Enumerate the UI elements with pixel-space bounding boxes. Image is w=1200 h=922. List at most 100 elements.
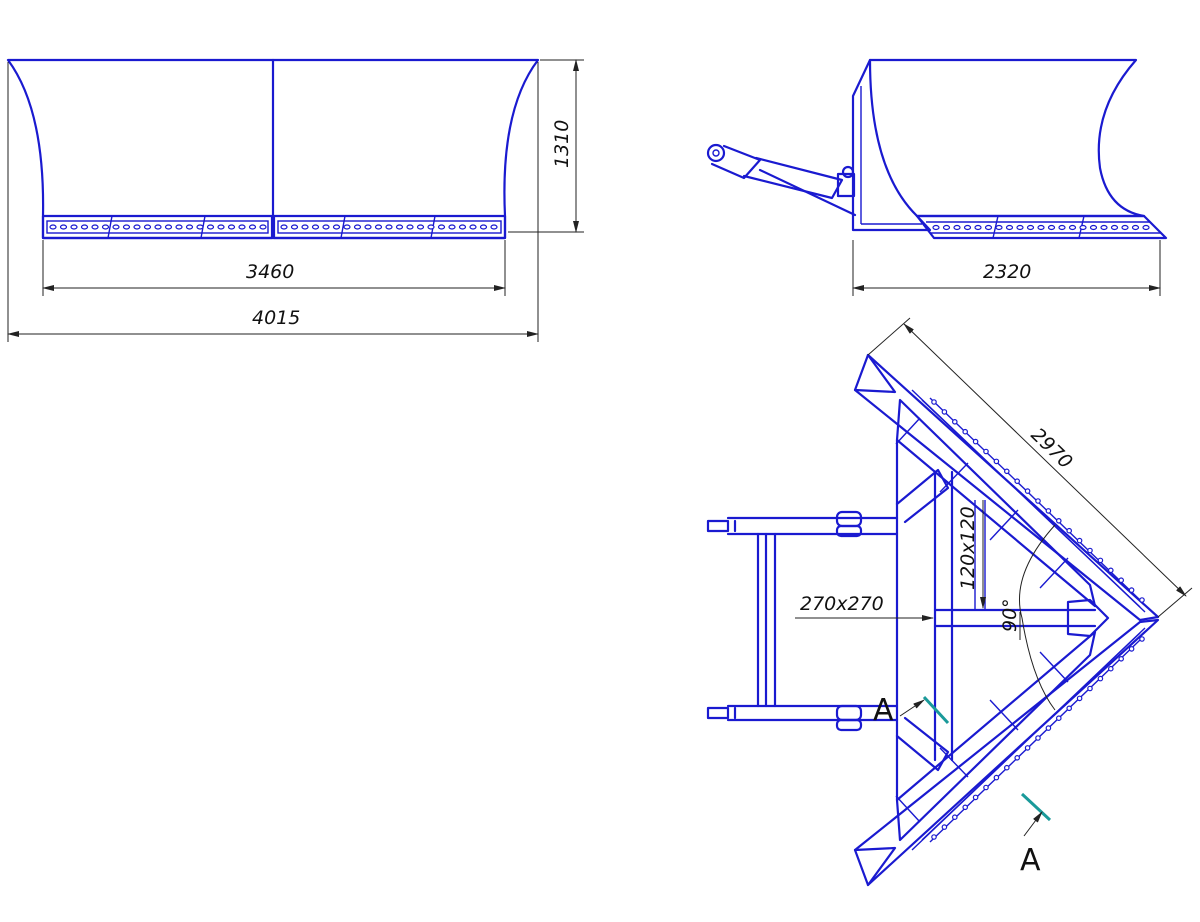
bolt-hole	[259, 224, 267, 230]
bolt-hole	[164, 224, 173, 230]
bolt-hole	[932, 224, 940, 231]
bolt-hole	[437, 224, 446, 230]
bolt-hole	[427, 224, 435, 230]
bolt-hole	[143, 224, 152, 230]
bolt-hole	[248, 224, 257, 230]
bolt-hole	[1024, 745, 1031, 751]
beam-section-label: 120x120	[957, 506, 979, 590]
bolt-hole	[984, 224, 993, 231]
bolt-hole	[1076, 695, 1083, 702]
side-view-bolt-holes	[932, 224, 1150, 231]
bolt-hole	[1142, 224, 1150, 231]
bolt-hole	[1118, 577, 1125, 584]
plan-view-blade-lower	[853, 618, 1160, 887]
bolt-hole	[942, 224, 951, 231]
bolt-hole	[1026, 224, 1035, 231]
frame-section-label: 270x270	[800, 593, 884, 615]
bolt-hole	[1079, 224, 1087, 231]
bolt-hole	[280, 224, 288, 230]
bolt-hole	[1045, 508, 1052, 514]
bolt-hole	[112, 224, 120, 230]
bolt-hole	[70, 224, 78, 230]
bolt-hole	[101, 224, 110, 230]
bolt-hole	[1056, 517, 1062, 524]
side-view-hydraulic-cylinder	[706, 143, 857, 217]
front-height-label: 1310	[551, 120, 573, 168]
plan-view-blade-upper	[853, 353, 1160, 622]
bolt-hole	[217, 224, 225, 230]
bolt-hole	[1108, 665, 1114, 672]
bolt-hole	[1047, 224, 1056, 231]
bolt-hole	[1100, 224, 1108, 231]
bolt-hole	[1131, 224, 1140, 231]
front-view-blade	[6, 58, 540, 240]
front-width-bottom-label: 3460	[246, 261, 294, 283]
front-width-total-label: 4015	[252, 307, 300, 329]
bolt-hole	[1118, 655, 1125, 662]
bolt-hole	[1058, 224, 1066, 231]
bolt-hole	[953, 224, 961, 231]
front-view-dimensions: 3460 4015 1310	[7, 59, 584, 342]
bolt-hole	[353, 224, 362, 230]
bolt-hole	[416, 224, 425, 230]
bolt-hole	[962, 804, 969, 811]
bolt-hole	[931, 834, 937, 840]
plan-view: 2970 120x120 270x270 90° A A	[706, 317, 1193, 887]
side-depth-label: 2320	[983, 261, 1031, 283]
bolt-hole	[469, 224, 477, 230]
bolt-hole	[993, 774, 1000, 781]
bolt-hole	[1097, 557, 1104, 564]
bolt-hole	[1128, 587, 1135, 593]
section-label-lower: A	[1020, 843, 1041, 878]
bolt-hole	[1110, 224, 1119, 231]
bolt-hole	[1121, 224, 1129, 231]
bolt-hole	[206, 224, 215, 230]
bolt-hole	[962, 428, 969, 435]
bolt-hole	[941, 824, 948, 830]
bolt-hole	[133, 224, 141, 230]
bolt-hole	[1097, 675, 1104, 682]
bolt-hole	[983, 784, 989, 791]
bolt-hole	[80, 224, 89, 230]
bolt-hole	[1014, 754, 1021, 761]
bolt-hole	[395, 224, 404, 230]
bolt-hole	[311, 224, 320, 230]
bolt-hole	[238, 224, 246, 230]
section-marker-upper: A	[873, 693, 950, 728]
bolt-hole	[1003, 468, 1010, 475]
bolt-hole	[995, 224, 1003, 231]
bolt-hole	[1035, 498, 1041, 504]
bolt-hole	[1087, 685, 1093, 692]
front-view-bolt-holes	[49, 224, 498, 230]
bolt-hole	[1068, 224, 1077, 231]
front-view-cutting-edge	[41, 214, 507, 240]
side-view-cutting-edge	[915, 214, 1168, 240]
bolt-hole	[1066, 527, 1073, 534]
bolt-hole	[1108, 567, 1114, 574]
bolt-hole	[972, 794, 979, 801]
bolt-hole	[951, 418, 958, 425]
bolt-hole	[301, 224, 309, 230]
bolt-hole	[175, 224, 183, 230]
bolt-hole	[332, 224, 341, 230]
bolt-hole	[322, 224, 330, 230]
bolt-hole	[59, 224, 68, 230]
side-view-dimensions: 2320	[852, 240, 1161, 296]
bolt-hole	[364, 224, 372, 230]
bolt-hole	[479, 224, 488, 230]
section-label-upper: A	[873, 693, 894, 728]
bolt-hole	[196, 224, 204, 230]
bolt-hole	[1139, 636, 1145, 642]
side-view: 2320	[706, 58, 1168, 296]
bolt-hole	[1005, 224, 1014, 231]
bolt-hole	[1035, 735, 1041, 741]
bolt-hole	[993, 458, 1000, 465]
bolt-hole	[1128, 646, 1135, 652]
bolt-hole	[931, 399, 937, 405]
bolt-hole	[185, 224, 194, 230]
bolt-hole	[963, 224, 972, 231]
plan-view-frame	[706, 438, 1097, 802]
bolt-hole	[1037, 224, 1045, 231]
bolt-hole	[1076, 537, 1083, 544]
